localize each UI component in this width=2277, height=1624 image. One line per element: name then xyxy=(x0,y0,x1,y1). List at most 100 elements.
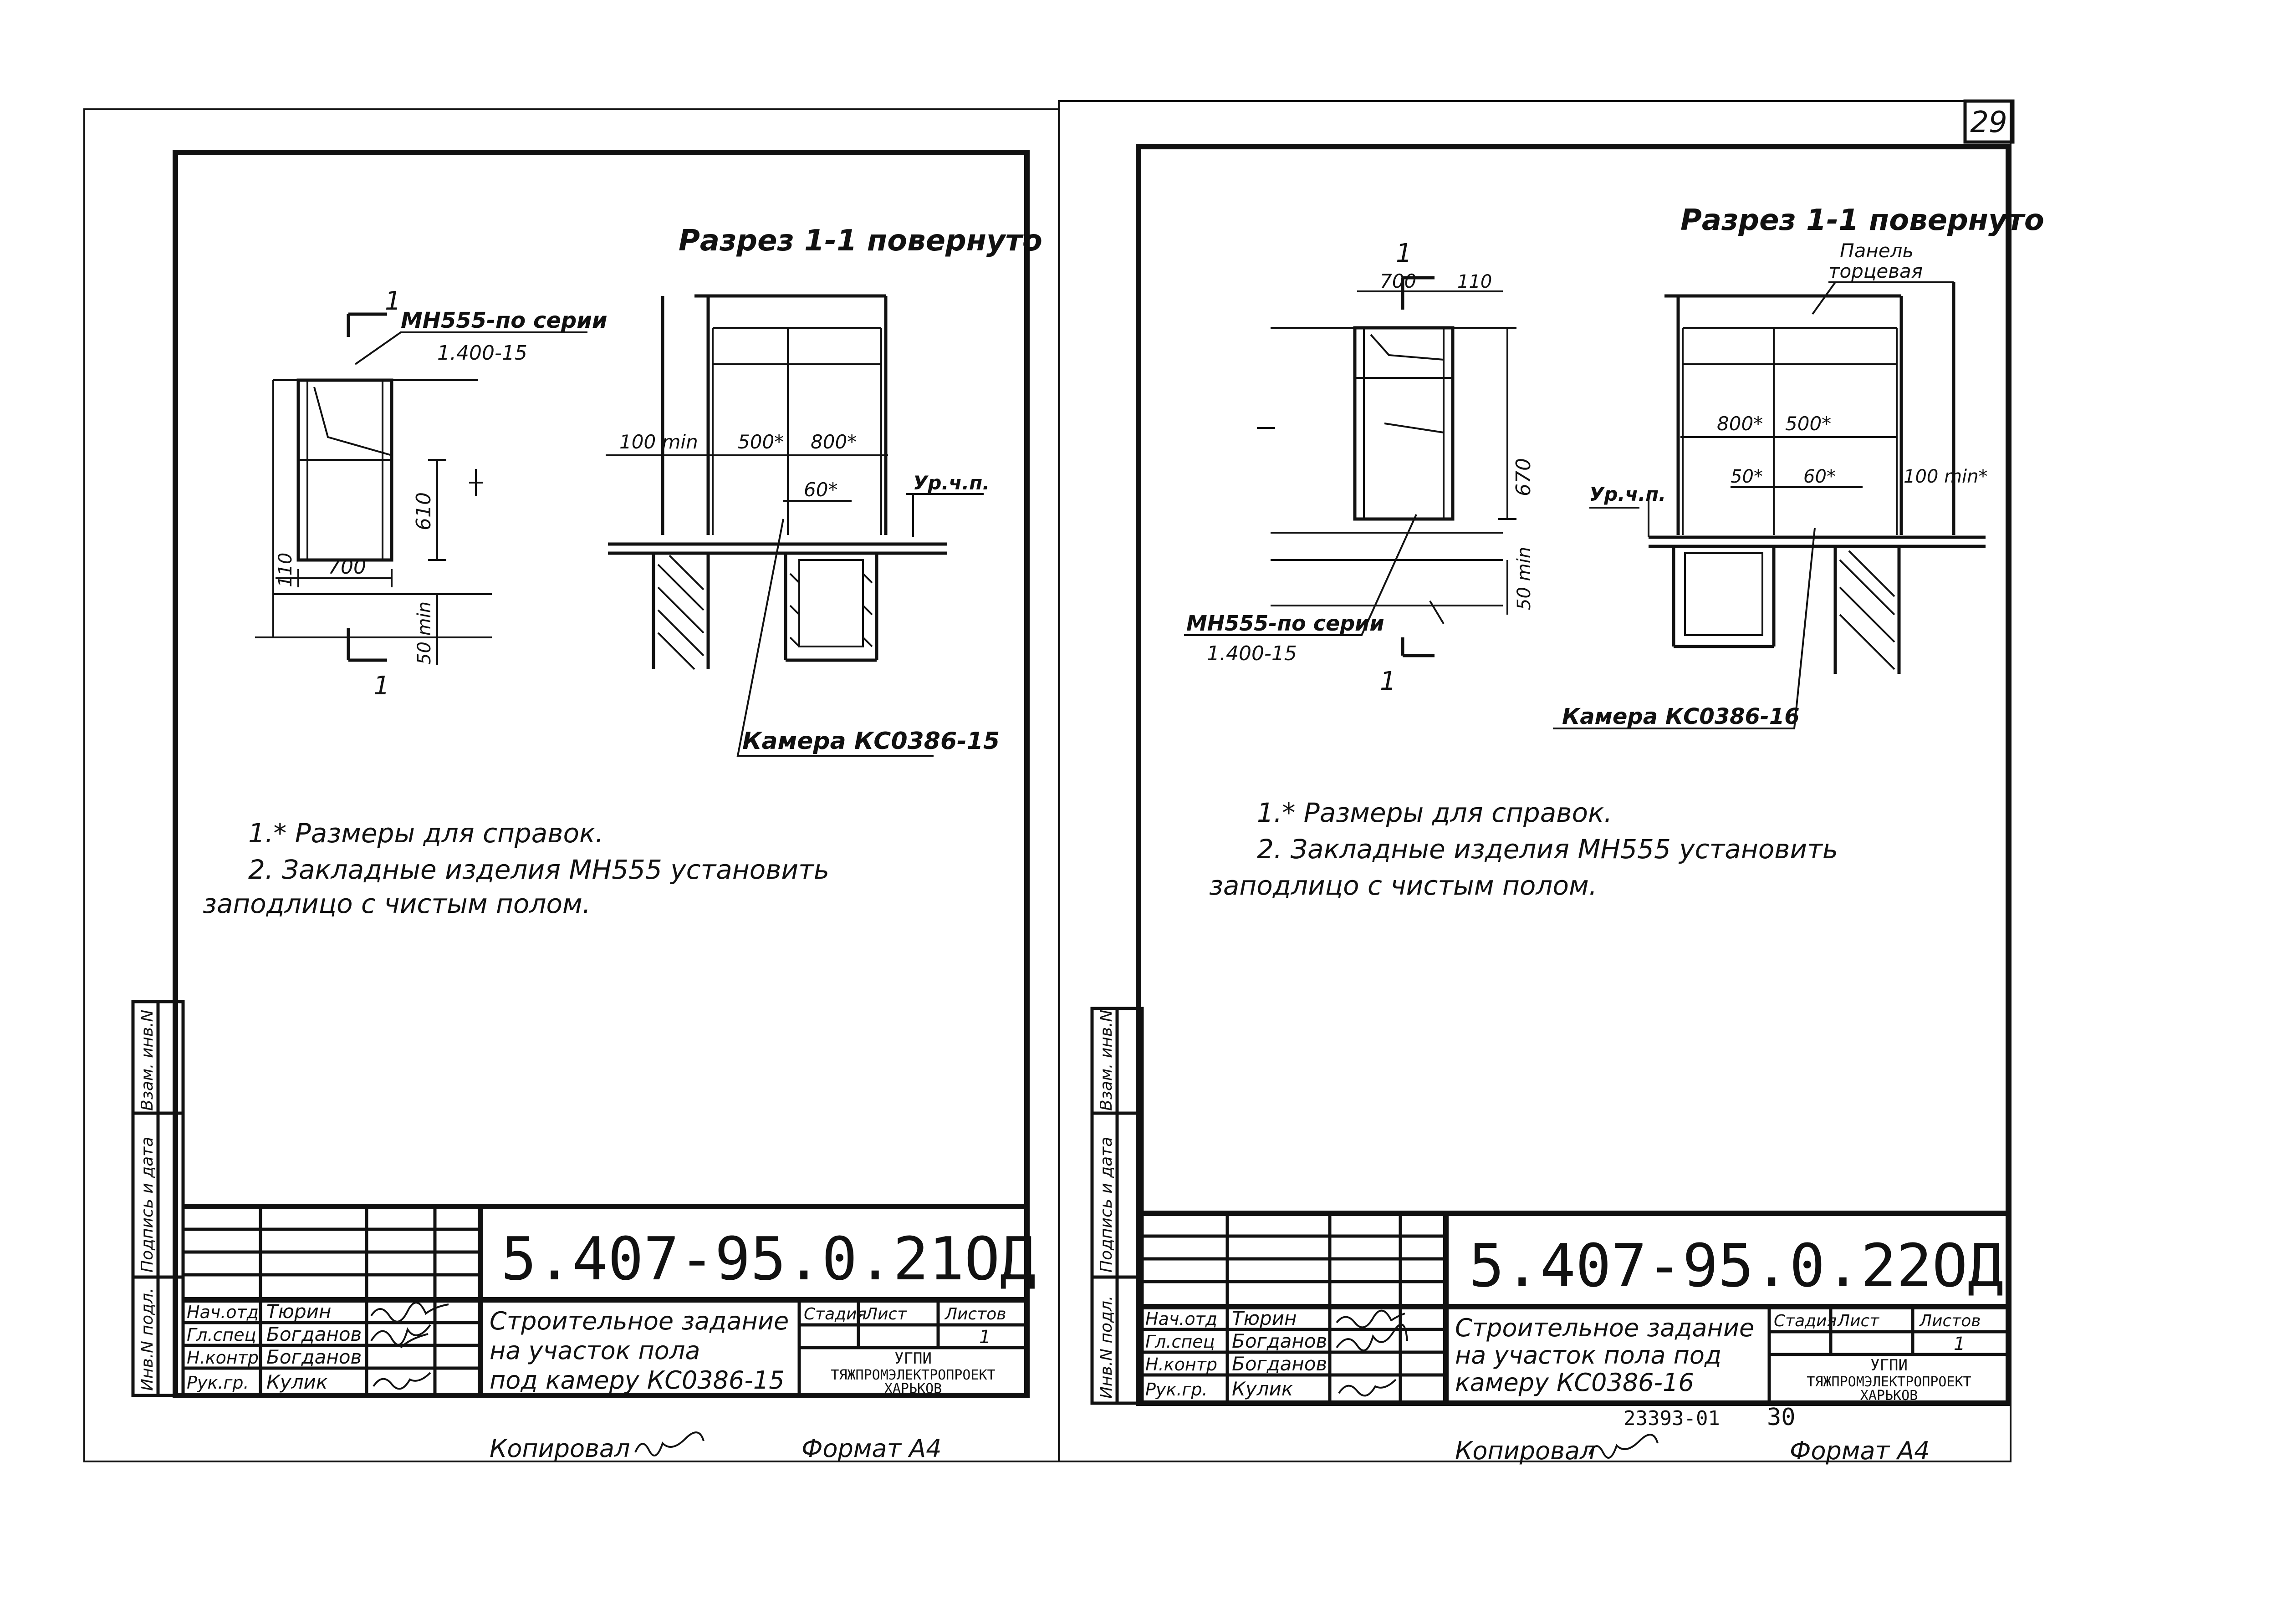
right-note-2b: заподлицо с чистым полом. xyxy=(1209,870,1597,901)
right-staff-name-3: Кулик xyxy=(1232,1378,1293,1400)
left-staff-name-1: Богданов xyxy=(266,1323,362,1345)
right-staff-role-0: Нач.отд xyxy=(1145,1309,1217,1329)
right-note-2a: 2. Закладные изделия МН555 установить xyxy=(1257,834,1838,865)
left-note-2b: заподлицо с чистым полом. xyxy=(203,888,591,919)
left-signature-1 xyxy=(370,1324,431,1349)
right-section-panel xyxy=(1682,327,1898,535)
right-signature-1 xyxy=(1336,1324,1408,1352)
right-copied-label: Копировал xyxy=(1455,1436,1596,1465)
left-stage-label: Стадия xyxy=(804,1305,867,1324)
left-section-chamber xyxy=(798,559,864,647)
right-section-pit xyxy=(1672,546,1901,674)
left-plan-breaks xyxy=(255,469,483,638)
left-staff-role-3: Рук.гр. xyxy=(187,1373,249,1393)
right-floor-level-mark xyxy=(1589,501,1649,537)
left-title-line-3: под камеру КС0386-15 xyxy=(490,1366,785,1395)
left-org-2: ТЯЖПРОМЭЛЕКТРОПРОЕКТ xyxy=(831,1367,995,1383)
right-plan-dim-670-line xyxy=(1498,327,1516,520)
right-sheet-label: Лист xyxy=(1837,1312,1879,1330)
left-plan-dim-line xyxy=(272,569,393,587)
left-staff-role-2: Н.контр xyxy=(187,1348,259,1368)
right-cut-mark-bottom: 1 xyxy=(1380,667,1396,696)
right-plan-breaks xyxy=(1257,427,1445,625)
right-section-hatch xyxy=(1839,550,1895,670)
right-plan-cut-marks xyxy=(1401,276,1435,657)
left-note-2a: 2. Закладные изделия МН555 установить xyxy=(248,854,829,885)
right-embed-leader xyxy=(1184,514,1417,636)
right-plan-slab xyxy=(1271,327,1503,606)
left-dim-60: 60* xyxy=(804,479,837,501)
right-title-line-2: на участок пола под xyxy=(1455,1341,1721,1369)
right-section-title: Разрез 1-1 повернуто xyxy=(1680,204,2044,237)
right-chamber-label: Камера КС0386-16 xyxy=(1562,704,1800,729)
left-staff-name-3: Кулик xyxy=(266,1371,328,1393)
left-copied-label: Копировал xyxy=(490,1434,630,1463)
right-panel-label-2: торцевая xyxy=(1828,260,1923,282)
left-section-view: Камера КС0386-15 100 min 500* 800* 60* У… xyxy=(606,294,1000,757)
left-plan-dim-610-line xyxy=(428,459,446,561)
left-section-panel xyxy=(712,327,882,535)
left-sheet-label: Лист xyxy=(864,1305,907,1324)
left-plan-cut-arrows xyxy=(348,312,387,662)
left-plan-slab xyxy=(272,379,492,638)
left-signature-0 xyxy=(370,1302,449,1323)
left-side-stamp: Взам. инв.N Подпись и дата Инв.N подл. xyxy=(131,1000,185,1397)
right-org-1: УГПИ xyxy=(1870,1356,1908,1375)
left-embed-label-1: МН555-по серии xyxy=(401,308,608,333)
right-plan-view: 1 1 700 110 670 50 min МН555-по серии 1.… xyxy=(1184,239,1535,696)
left-dim-100min: 100 min xyxy=(619,431,698,453)
left-plan-embed-mark xyxy=(313,387,392,456)
left-section-pit xyxy=(652,553,878,669)
left-cut-mark-top: 1 xyxy=(385,286,401,316)
right-format-label: Формат А4 xyxy=(1790,1436,1930,1465)
right-staff-name-2: Богданов xyxy=(1232,1353,1327,1375)
left-chamber-leader xyxy=(736,519,934,757)
left-floor-level-mark xyxy=(906,493,984,537)
right-dim-60: 60* xyxy=(1803,466,1836,487)
left-embed-leader xyxy=(354,331,587,365)
right-sheets-value: 1 xyxy=(1954,1334,1965,1354)
left-plan-view: 1 1 МН555-по серии 1.400-15 110 700 610 … xyxy=(255,286,608,701)
right-panel-leader xyxy=(1812,281,1954,315)
left-side-sign: Подпись и дата xyxy=(138,1137,157,1273)
left-dim-610: 610 xyxy=(412,492,435,530)
right-title-line-1: Строительное задание xyxy=(1455,1313,1754,1342)
right-section-chamber xyxy=(1684,552,1763,636)
left-dim-700: 700 xyxy=(328,555,366,579)
left-side-inv: Инв.N подл. xyxy=(138,1288,157,1391)
left-section-title: Разрез 1-1 повернуто xyxy=(679,224,1042,258)
right-sheet-frame xyxy=(1136,144,2011,1406)
left-embed-label-2: 1.400-15 xyxy=(437,341,527,365)
left-staff-role-1: Гл.спец xyxy=(187,1325,256,1345)
left-copied-signature xyxy=(634,1431,705,1456)
right-plan-embed-mark xyxy=(1370,334,1444,433)
left-side-vzam: Взам. инв.N xyxy=(138,1010,157,1111)
right-stage-label: Стадия xyxy=(1774,1312,1837,1330)
right-side-inv: Инв.N подл. xyxy=(1097,1296,1116,1399)
right-staff-name-1: Богданов xyxy=(1232,1330,1327,1352)
left-org-3: ХАРЬКОВ xyxy=(884,1381,942,1397)
right-section-floor xyxy=(1649,535,1986,548)
left-dim-50min: 50 min xyxy=(414,601,435,665)
right-staff-name-0: Тюрин xyxy=(1232,1307,1297,1329)
right-org-2: ТЯЖПРОМЭЛЕКТРОПРОЕКТ xyxy=(1807,1374,1971,1390)
right-document-code: 5.407-95.0.22ОД xyxy=(1469,1231,2003,1300)
right-dim-670: 670 xyxy=(1512,458,1535,496)
right-side-vzam: Взам. инв.N xyxy=(1097,1010,1116,1111)
right-org-3: ХАРЬКОВ xyxy=(1860,1388,1918,1404)
right-sheets-label: Листов xyxy=(1919,1312,1981,1330)
left-sheets-value: 1 xyxy=(979,1327,990,1348)
left-document-code: 5.407-95.0.21ОД xyxy=(501,1224,1036,1293)
left-cut-mark-bottom: 1 xyxy=(373,671,390,701)
right-floor-level: Ур.ч.п. xyxy=(1589,483,1666,505)
right-side-stamp: Взам. инв.N Подпись и дата Инв.N подл. xyxy=(1090,1007,1144,1405)
left-chamber-label: Камера КС0386-15 xyxy=(742,728,1000,755)
left-section-hatch-l xyxy=(657,555,705,670)
right-embed-label-2: 1.400-15 xyxy=(1207,642,1297,665)
left-staff-name-0: Тюрин xyxy=(266,1300,331,1323)
right-title-line-3: камеру КС0386-16 xyxy=(1455,1368,1694,1397)
left-sheet: Взам. инв.N Подпись и дата Инв.N подл. 5… xyxy=(131,150,1042,1463)
right-dim-100min: 100 min* xyxy=(1904,466,1988,487)
right-dim-800: 800* xyxy=(1717,412,1763,435)
